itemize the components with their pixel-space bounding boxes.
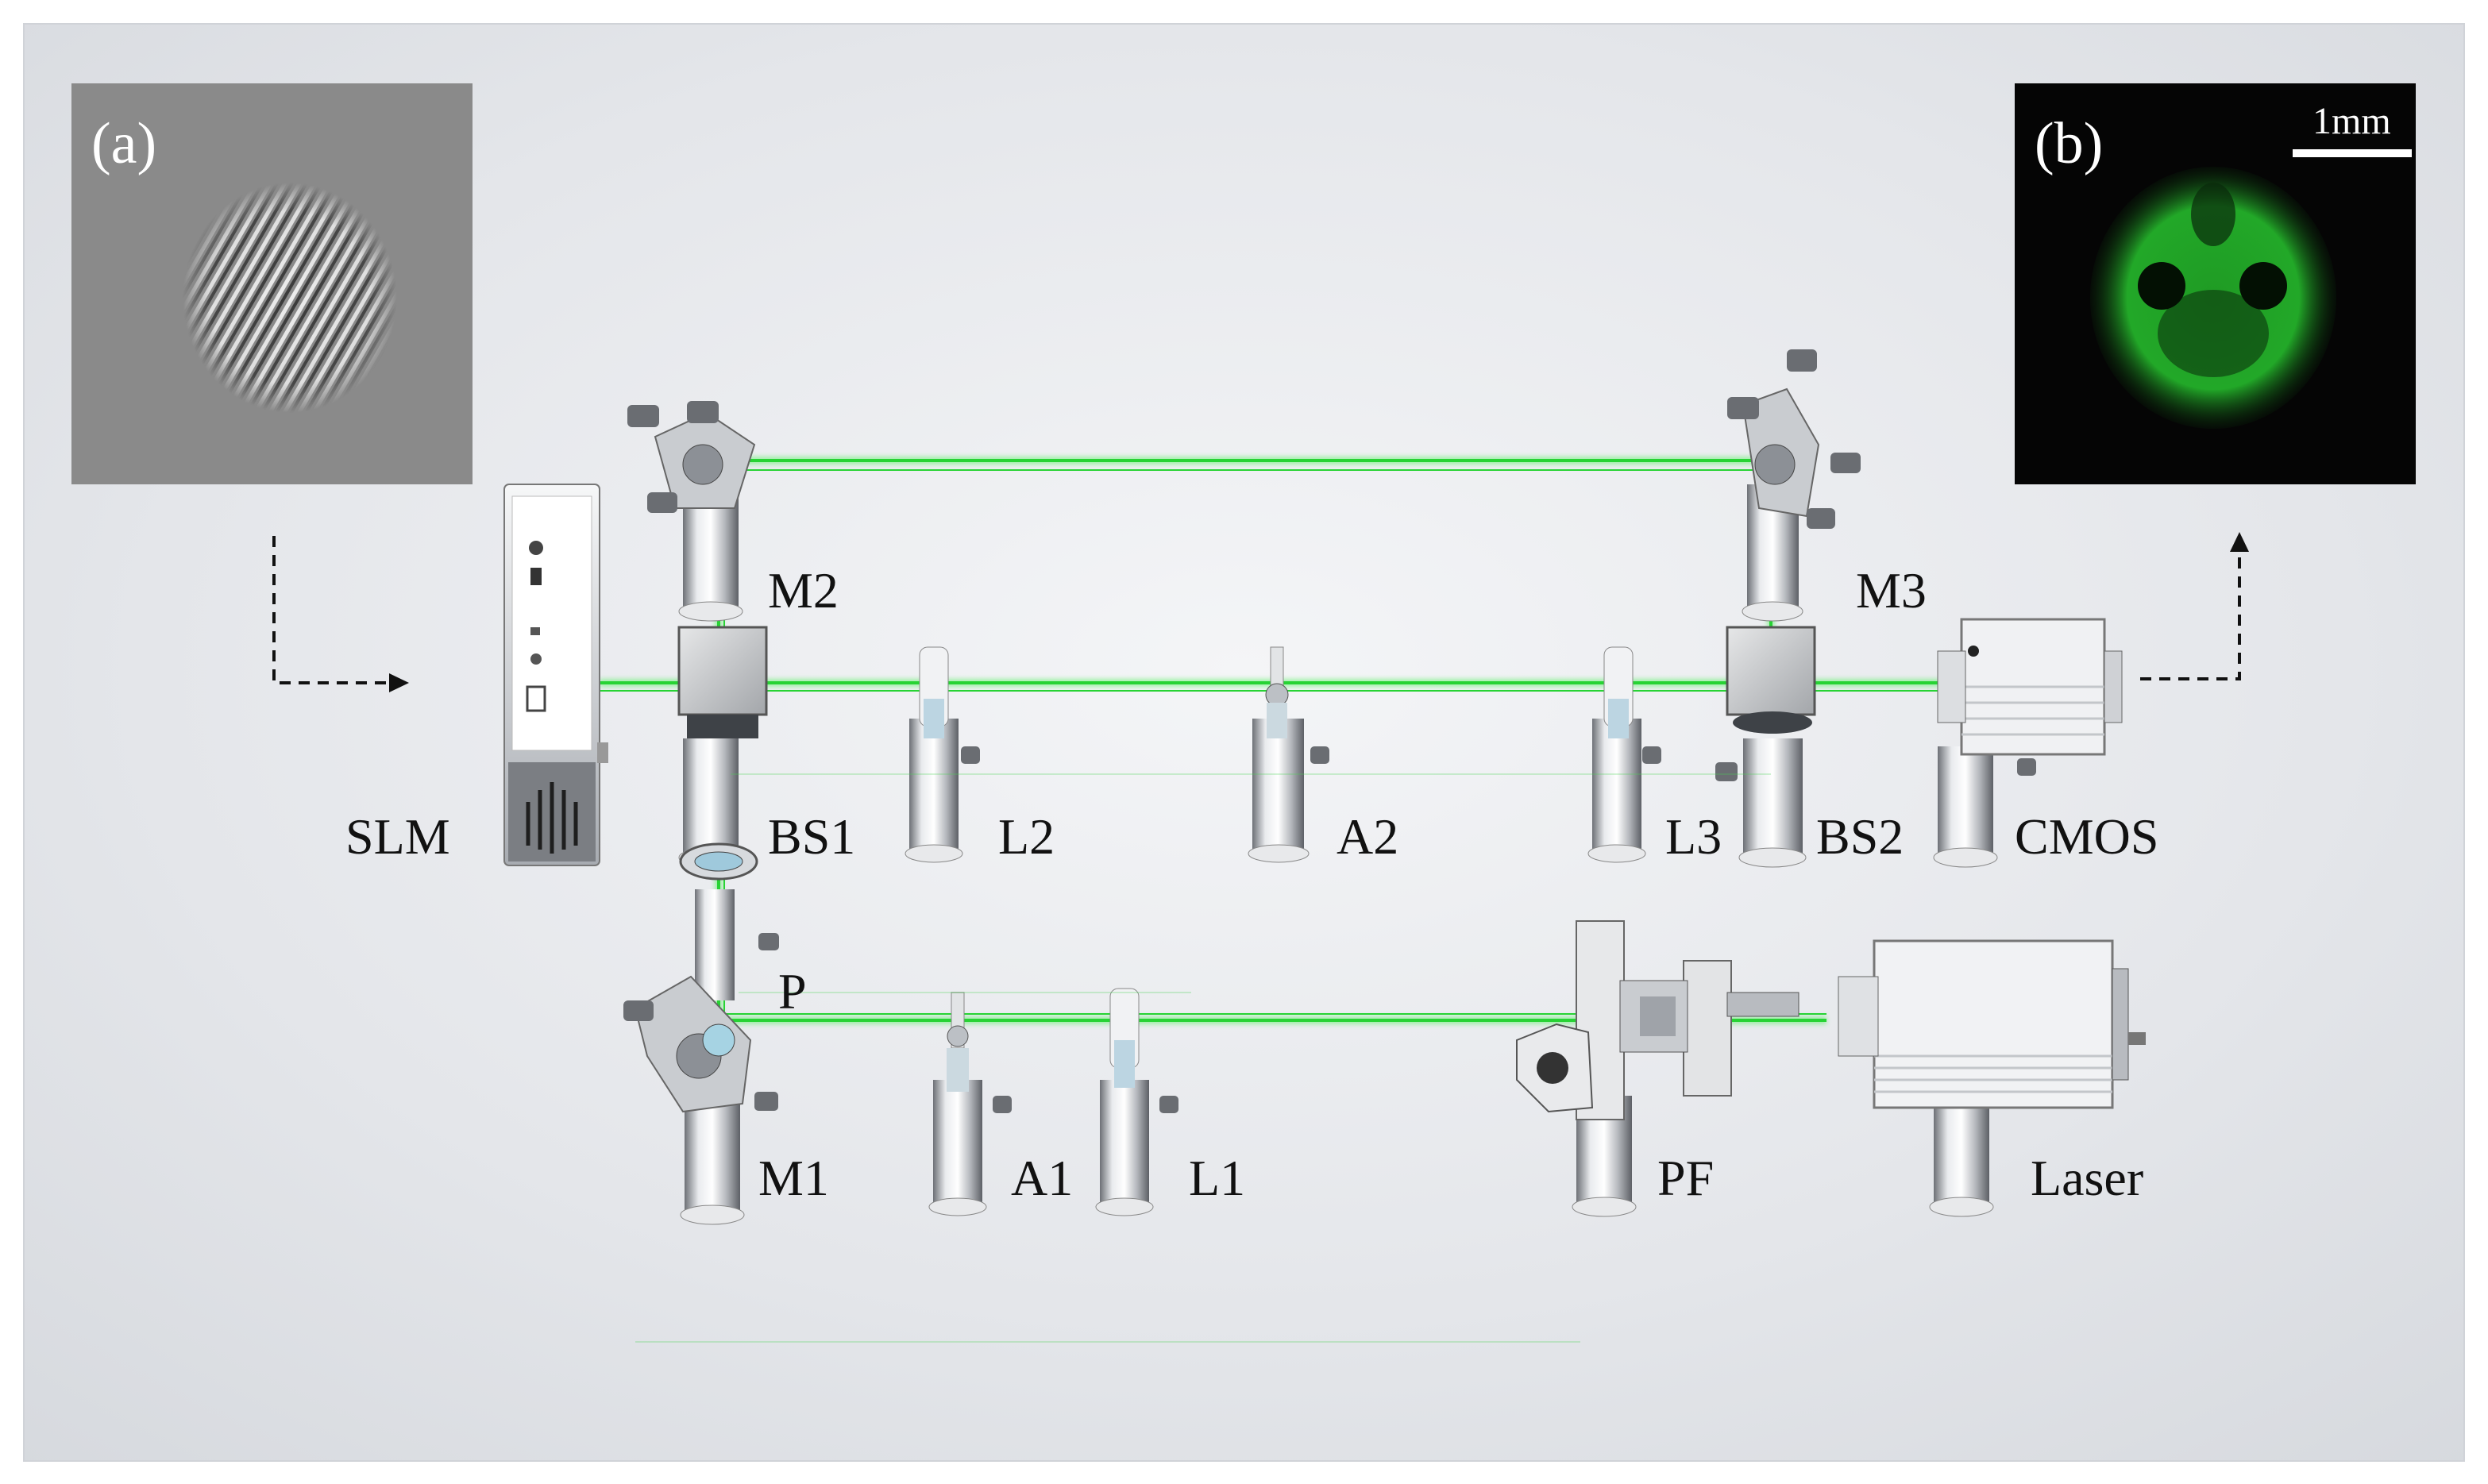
label-slm: SLM [345,808,450,865]
aperture-a2 [1248,646,1329,863]
spatial-filter-pf [1516,920,1799,1217]
scale-bar [2293,149,2412,157]
floor-reflections [635,773,1771,1343]
panel-b-label: (b) [2035,111,2103,176]
aperture-a1 [928,992,1012,1216]
lens-l2 [905,646,980,863]
label-l3: L3 [1665,808,1722,865]
cmos-camera [1933,618,2123,868]
label-m2: M2 [768,562,839,619]
scale-bar-label: 1mm [2312,100,2391,142]
mirror-m1 [623,975,778,1225]
dashed-arrow-cmos-to-b [2140,548,2241,680]
label-pf: PF [1657,1150,1714,1206]
dashed-arrow-a-to-slm [272,536,393,684]
label-bs2: BS2 [1816,808,1904,865]
label-m1: M1 [758,1150,829,1206]
label-p: P [778,963,807,1020]
label-l2: L2 [998,808,1055,865]
panel-a-inset: (a) [71,83,473,484]
mirror-m2 [627,401,756,622]
label-laser: Laser [2031,1150,2143,1206]
beam-splitter-bs1 [677,626,768,868]
beam-splitter-bs2 [1715,626,1816,868]
label-a1: A1 [1011,1150,1073,1206]
panel-b-inset: (b) 1mm [2015,83,2416,484]
label-m3: M3 [1856,562,1927,619]
lens-l3 [1587,646,1661,863]
label-bs1: BS1 [768,808,855,865]
slm-device [503,484,608,866]
panel-a-label: (a) [91,111,156,176]
laser-source [1838,939,2146,1217]
label-cmos: CMOS [2015,808,2158,865]
label-a2: A2 [1337,808,1398,865]
polarizer-p [679,842,779,1000]
label-l1: L1 [1189,1150,1245,1206]
mirror-m3 [1727,349,1861,622]
lens-l1 [1095,988,1178,1216]
